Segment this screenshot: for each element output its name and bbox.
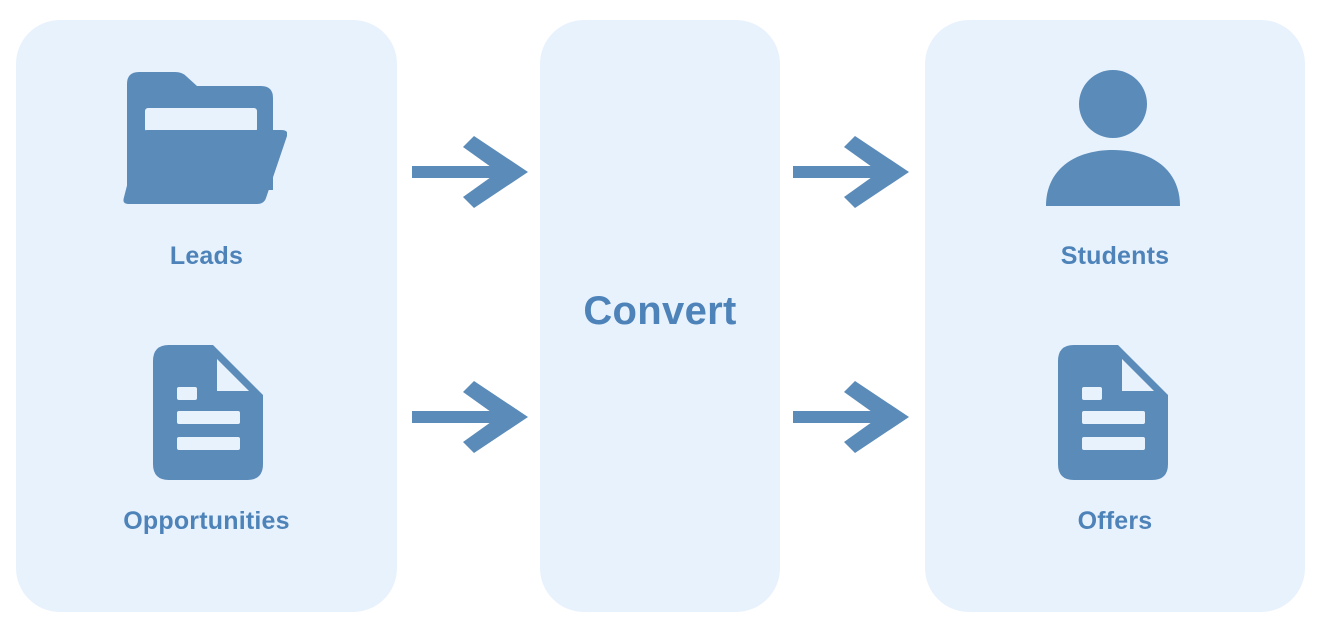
folder-open-icon	[123, 70, 288, 212]
arrow-right-icon	[412, 136, 528, 208]
arrow-right-icon	[412, 381, 528, 453]
leads-label: Leads	[169, 242, 244, 270]
opportunities-label: Opportunities	[123, 507, 290, 535]
arrow-right-icon	[793, 136, 909, 208]
sources-panel: Leads Opportunities	[16, 20, 397, 612]
convert-label: Convert	[583, 289, 737, 333]
arrow-right-icon	[793, 381, 909, 453]
offers-label: Offers	[1077, 507, 1153, 535]
students-label: Students	[1060, 242, 1170, 270]
results-panel: Students Offers	[925, 20, 1305, 612]
convert-panel: Convert	[540, 20, 780, 612]
document-icon	[1058, 345, 1168, 485]
document-icon	[153, 345, 263, 485]
person-icon	[1046, 70, 1180, 211]
